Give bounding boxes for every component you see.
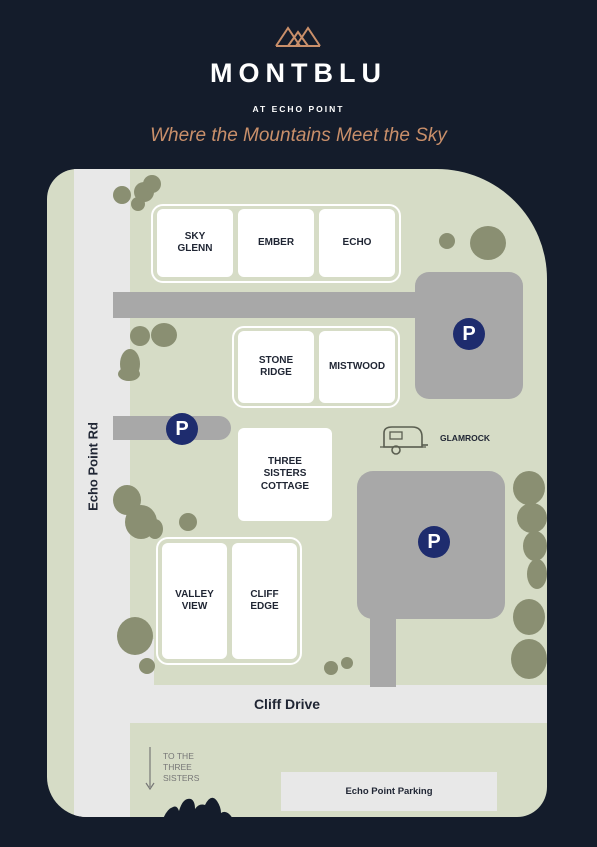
building-group-bottom [156, 537, 302, 665]
tree [113, 186, 131, 204]
tree [517, 503, 547, 533]
tree [513, 599, 545, 635]
arrow-down-icon [145, 747, 155, 791]
tree [527, 559, 547, 589]
echo-point-parking-area: Echo Point Parking [281, 772, 497, 811]
brand-subtitle: AT ECHO POINT [252, 104, 345, 114]
tree [511, 639, 547, 679]
parking-icon-top: P [453, 318, 485, 350]
tree [131, 197, 145, 211]
site-map: Echo Point Rd Cliff Drive P P P SKY GLEN… [47, 169, 547, 817]
building-echo[interactable]: ECHO [319, 209, 395, 277]
building-group-top [151, 204, 401, 283]
tree [523, 531, 547, 561]
caravan-icon [380, 426, 428, 455]
parking-icon-bottom: P [418, 526, 450, 558]
building-sky-glenn[interactable]: SKY GLENN [157, 209, 233, 277]
tree [341, 657, 353, 669]
tree [117, 617, 153, 655]
to-three-sisters-label: TO THE THREE SISTERS [163, 751, 200, 784]
building-stone-ridge[interactable]: STONE RIDGE [238, 331, 314, 403]
tree [179, 513, 197, 531]
tree [147, 519, 163, 539]
parking-lot-bottom-road [370, 609, 396, 687]
three-sisters-rocks-icon [163, 797, 232, 817]
lower-echo-point-rd [92, 689, 130, 817]
tree [439, 233, 455, 249]
mountains-icon [275, 26, 321, 47]
header: MONTBLU AT ECHO POINT Where the Mountain… [0, 0, 597, 160]
brand-name: MONTBLU [210, 58, 387, 88]
tree [139, 658, 155, 674]
building-mistwood[interactable]: MISTWOOD [319, 331, 395, 403]
cliff-drive [107, 685, 547, 723]
tree [324, 661, 338, 675]
glamrock-label: GLAMROCK [440, 433, 491, 443]
building-valley-view[interactable]: VALLEY VIEW [162, 543, 227, 659]
tree [118, 367, 140, 381]
cliff-drive-label: Cliff Drive [253, 696, 321, 712]
parking-icon-left: P [166, 413, 198, 445]
tree [143, 175, 161, 193]
tree [151, 323, 177, 347]
building-three-sisters-cottage[interactable]: THREE SISTERS COTTAGE [238, 428, 332, 521]
echo-point-parking-label: Echo Point Parking [345, 786, 433, 797]
tagline: Where the Mountains Meet the Sky [150, 125, 447, 146]
tree [470, 226, 506, 260]
echo-point-rd-label: Echo Point Rd [85, 422, 101, 511]
tree [513, 471, 545, 505]
building-cliff-edge[interactable]: CLIFF EDGE [232, 543, 297, 659]
access-road-top [113, 292, 433, 318]
building-ember[interactable]: EMBER [238, 209, 314, 277]
building-group-middle [232, 326, 400, 408]
tree [130, 326, 150, 346]
